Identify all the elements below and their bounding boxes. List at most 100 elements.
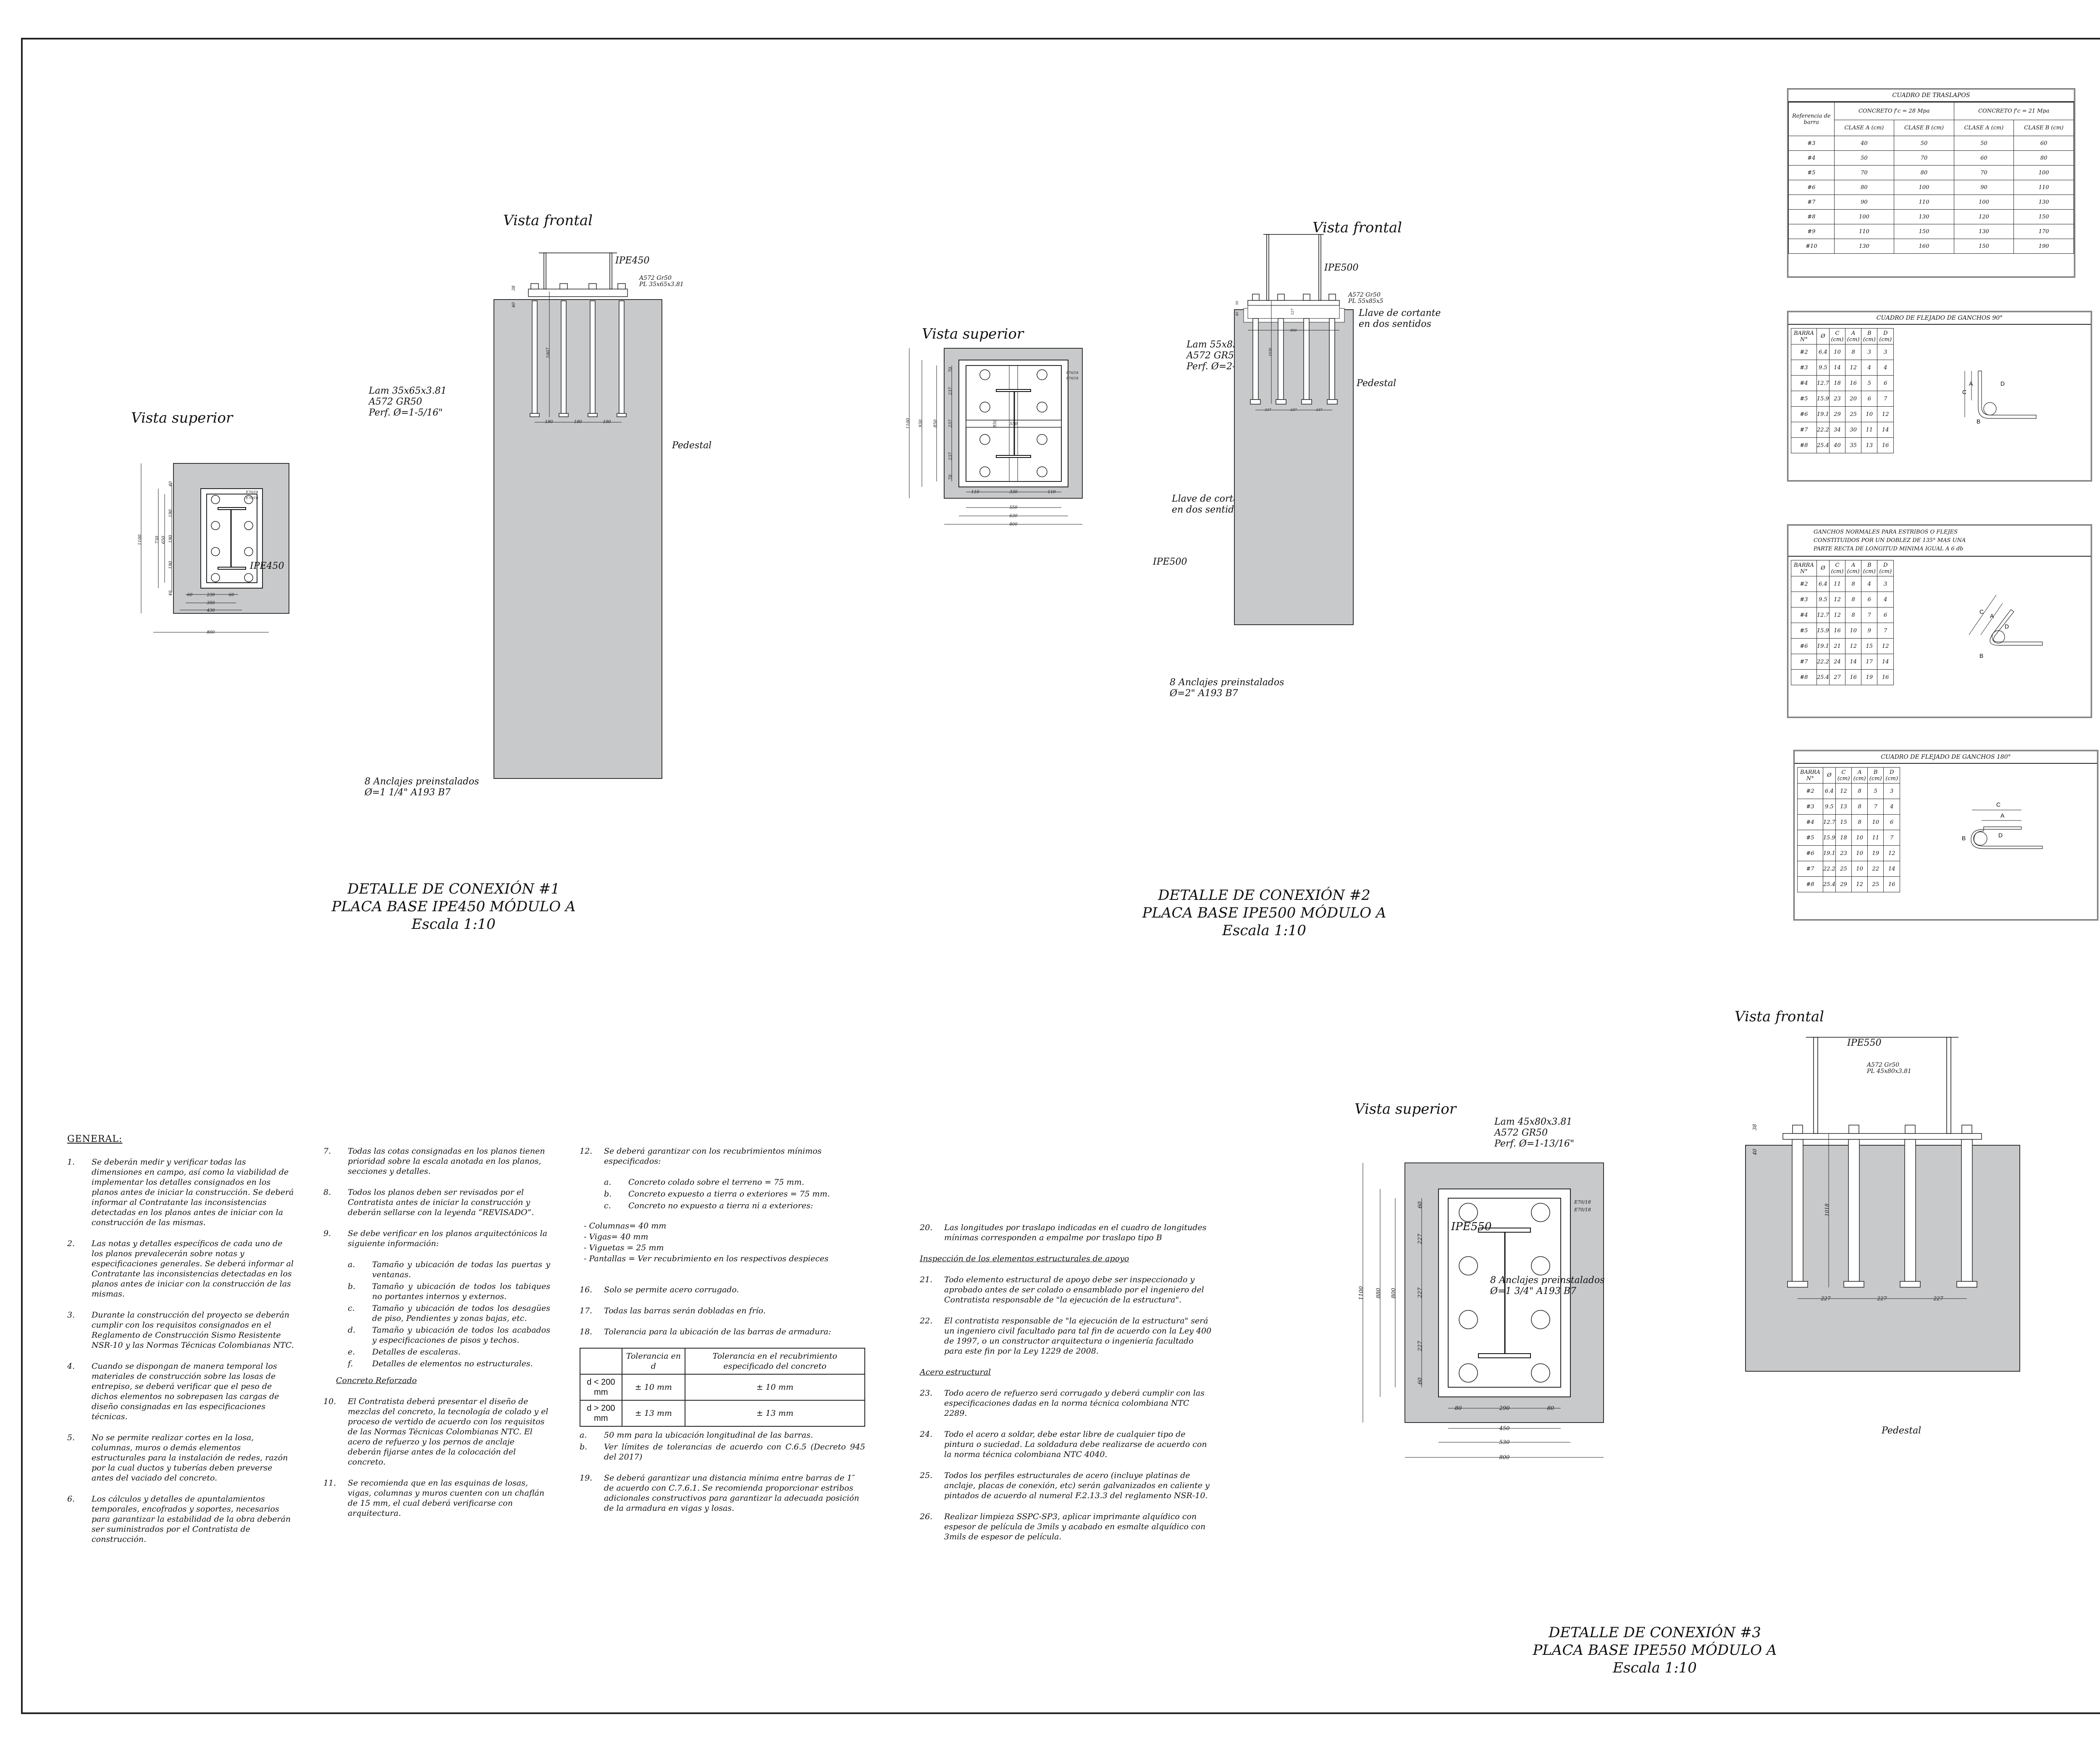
note-item: b.Ver límites de tolerancias de acuerdo … xyxy=(580,1442,865,1462)
svg-text:930: 930 xyxy=(919,419,923,428)
svg-text:1036: 1036 xyxy=(1268,348,1272,356)
note-number: f. xyxy=(348,1359,353,1368)
table-cell: 10 xyxy=(1851,861,1868,877)
svg-text:D: D xyxy=(2000,380,2005,387)
table-cell: 90 xyxy=(1953,180,2014,195)
table-cell: 8 xyxy=(1845,576,1862,592)
table-cell: d > 200 mm xyxy=(580,1400,622,1427)
notes-col-4: 20.Las longitudes por traslapo indicadas… xyxy=(920,1223,1214,1553)
note-number: 3. xyxy=(67,1310,75,1320)
sheet-border xyxy=(21,38,2100,1714)
table-cell: 16 xyxy=(1883,876,1900,892)
svg-text:237: 237 xyxy=(948,419,953,428)
note-number: a. xyxy=(580,1431,587,1440)
view-title: Vista frontal xyxy=(1312,219,1402,236)
plate-tag: A572 Gr50 PL 55x85x5 xyxy=(1348,292,1383,305)
table-cell: #4 xyxy=(1791,607,1817,623)
note-text: No se permite realizar cortes en la losa… xyxy=(92,1433,288,1483)
table-cell: 10 xyxy=(1851,830,1868,846)
table-cell: 15.9 xyxy=(1816,623,1830,639)
table-cell: #5 xyxy=(1791,391,1817,407)
note-number: 19. xyxy=(580,1473,593,1483)
note-item: 23.Todo acero de refuerzo será corrugado… xyxy=(920,1388,1214,1418)
table-cell: 9.5 xyxy=(1816,360,1830,376)
header-cell: B (cm) xyxy=(1861,328,1878,344)
plate-tag: A572 Gr50 PL 45x80x3.81 xyxy=(1867,1062,1911,1075)
table-cell: 60 xyxy=(2013,136,2074,151)
svg-text:D: D xyxy=(1998,832,2003,839)
table-cell: 100 xyxy=(1953,195,2014,210)
table-cell: 14 xyxy=(1883,861,1900,877)
table-cell: 11 xyxy=(1861,422,1878,438)
note-text: El Contratista deberá presentar el diseñ… xyxy=(348,1397,549,1467)
svg-text:190: 190 xyxy=(545,420,553,424)
plate-tag: A572 Gr50 PL 35x65x3.81 xyxy=(639,275,684,288)
table-cell: 100 xyxy=(1834,209,1895,224)
table-cell: 80 xyxy=(1894,165,1954,180)
table-cell: d < 200 mm xyxy=(580,1374,622,1401)
table-cell: 3 xyxy=(1883,783,1900,799)
table-cell: 25.4 xyxy=(1816,437,1830,453)
table-cell: 12.7 xyxy=(1816,375,1830,391)
note-number: b. xyxy=(604,1189,612,1199)
svg-text:60: 60 xyxy=(187,593,193,597)
note-text: Se deberá garantizar una distancia mínim… xyxy=(604,1473,859,1513)
table-cell: 7 xyxy=(1867,799,1884,815)
svg-text:850: 850 xyxy=(1290,329,1297,332)
table-ganchos-180: CUADRO DE FLEJADO DE GANCHOS 180° BARRA … xyxy=(1793,750,2098,920)
svg-text:1100: 1100 xyxy=(1358,1286,1365,1300)
note-item: c.Concreto no expuesto a tierra ni a ext… xyxy=(604,1201,865,1211)
table-cell: 160 xyxy=(1894,239,1954,254)
svg-text:C: C xyxy=(1996,801,2000,808)
svg-text:850: 850 xyxy=(933,419,938,428)
cover-item: - Pantallas = Ver recubrimiento en los r… xyxy=(584,1254,829,1263)
note-item: 1.Se deberán medir y verificar todas las… xyxy=(67,1157,294,1228)
view-title: Vista superior xyxy=(131,410,233,426)
svg-text:60: 60 xyxy=(1417,1378,1423,1385)
table-cell: 190 xyxy=(2013,239,2074,254)
table-cell: 50 xyxy=(1953,136,2014,151)
table-cell: #6 xyxy=(1788,180,1835,195)
notes-col-2: 7.Todas las cotas consignadas en los pla… xyxy=(323,1146,550,1529)
svg-text:E70/18: E70/18 xyxy=(1066,371,1079,375)
table-cell: 35 xyxy=(1845,437,1862,453)
cover-item: - Viguetas = 25 mm xyxy=(584,1243,664,1252)
note-item: 6.Los cálculos y detalles de apuntalamie… xyxy=(67,1494,294,1544)
table-cell: 130 xyxy=(1894,209,1954,224)
table-cell: #7 xyxy=(1791,422,1817,438)
table-cell: 10 xyxy=(1829,344,1846,360)
svg-text:40: 40 xyxy=(1752,1149,1758,1156)
svg-text:70: 70 xyxy=(948,474,953,480)
svg-text:1100: 1100 xyxy=(138,534,142,545)
svg-text:D: D xyxy=(2005,623,2009,630)
table-cell: #10 xyxy=(1788,239,1835,254)
note-number: b. xyxy=(348,1282,356,1291)
table-cell: 70 xyxy=(1953,165,2014,180)
table-cell: 23 xyxy=(1829,391,1846,407)
table-cell: #4 xyxy=(1788,150,1835,166)
note-number: 6. xyxy=(67,1494,75,1504)
note-text: 50 mm para la ubicación longitudinal de … xyxy=(604,1431,813,1440)
header-cell: Tolerancia en d xyxy=(621,1348,686,1375)
header-cell: A (cm) xyxy=(1845,328,1862,344)
notes-col-1: GENERAL: 1.Se deberán medir y verificar … xyxy=(67,1134,294,1555)
table-cell: 21 xyxy=(1829,638,1846,654)
table-cell: 10 xyxy=(1851,845,1868,861)
svg-text:350: 350 xyxy=(207,601,215,605)
table-cell: 8 xyxy=(1845,592,1862,607)
table-cell: 7 xyxy=(1883,830,1900,846)
note-text: Todos los perfiles estructurales de acer… xyxy=(944,1471,1210,1500)
note-number: 8. xyxy=(323,1188,331,1197)
svg-text:190: 190 xyxy=(603,420,611,424)
table-cell: #8 xyxy=(1791,669,1817,685)
